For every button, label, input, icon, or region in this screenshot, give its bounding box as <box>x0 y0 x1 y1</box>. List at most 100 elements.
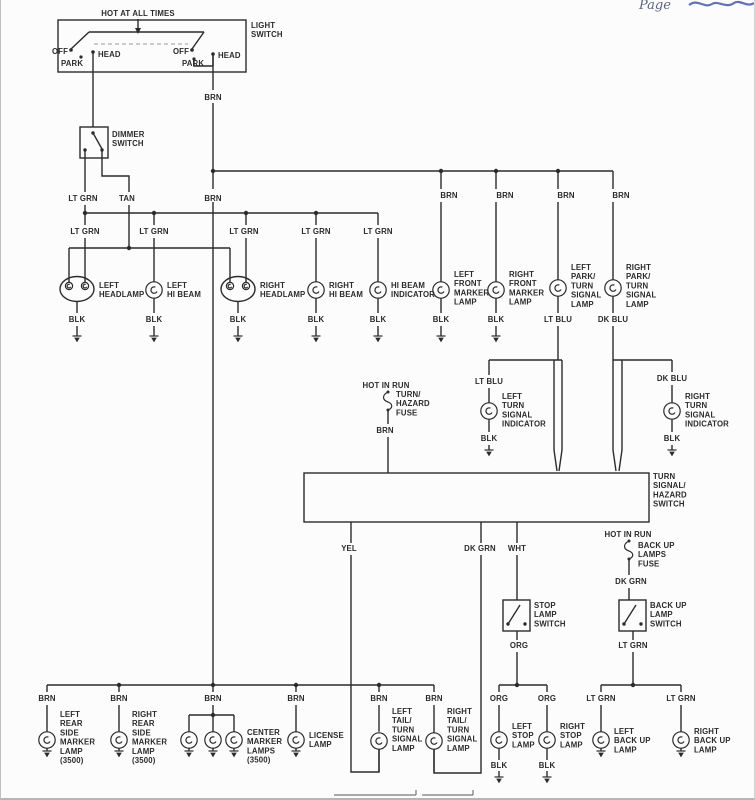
backup-lamp-switch-box <box>618 599 647 632</box>
tan-lowbeam-bus <box>68 247 231 283</box>
wire-label-blk: BLK <box>488 315 505 324</box>
bulb-icon <box>672 731 690 749</box>
bulb-icon <box>307 281 325 299</box>
wire-label-brn: BRN <box>370 694 388 703</box>
wire-label-brn: BRN <box>204 93 222 102</box>
switch-pos-head-left: HEAD <box>98 50 121 59</box>
wire-label-dk-blu: DK BLU <box>598 315 629 324</box>
bulb-icon <box>369 281 387 299</box>
bulb-icon <box>370 732 388 750</box>
junction-dots <box>82 168 636 718</box>
wire-label-blk: BLK <box>69 315 86 324</box>
wire-label-lt-grn: LT GRN <box>301 227 331 236</box>
switch-pos-head-right: HEAD <box>218 51 241 60</box>
bulb-icon <box>592 731 610 749</box>
lt-grn-hibeam-bus: LT GRN LT GRN LT GRN LT GRN LT GRN <box>70 212 393 283</box>
switch-pos-park-left: PARK <box>61 59 83 68</box>
wire-label-brn: BRN <box>557 191 575 200</box>
wire-label-wht: WHT <box>508 544 526 553</box>
page-note-text: Page <box>638 0 671 13</box>
wire-label-blk: BLK <box>433 315 450 324</box>
bottom-brn-bus: BRN BRN BRN BRN BRN BRN <box>38 684 443 733</box>
wire-label-brn: BRN <box>38 694 56 703</box>
switch-pos-off-left: OFF <box>52 47 68 56</box>
ground-icon <box>228 750 240 759</box>
brn-park-bus: BRN BRN BRN BRN <box>213 170 630 282</box>
wire-label-brn: BRN <box>287 694 305 703</box>
ground-icon <box>490 335 502 343</box>
fuse-icon <box>623 540 634 560</box>
wire-label-lt-grn: LT GRN <box>618 641 648 650</box>
ground-icon <box>372 335 384 343</box>
wire-label-org: ORG <box>510 641 528 650</box>
ground-icon <box>113 750 125 759</box>
tan-wire <box>101 151 130 248</box>
ground-icon <box>207 750 219 759</box>
bulb-icon <box>490 731 508 749</box>
wire-label-blk: BLK <box>491 761 508 770</box>
bulb-icon <box>538 731 556 749</box>
wire-label-brn: BRN <box>496 191 514 200</box>
bulb-icon <box>145 281 163 299</box>
ground-icon <box>435 335 447 343</box>
wire-label-org: ORG <box>490 694 508 703</box>
bulb-icon <box>480 402 498 420</box>
ground-icon <box>493 776 505 785</box>
wire-label-lt-blu: LT BLU <box>475 377 503 386</box>
wire-label-lt-blu: LT BLU <box>544 315 572 324</box>
feed-label-hot-in-run: HOT IN RUN <box>363 381 410 390</box>
wire-label-blk: BLK <box>308 315 325 324</box>
bulb-icon <box>225 731 243 749</box>
feed-label: HOT AT ALL TIMES <box>101 9 174 18</box>
ground-icon <box>541 776 553 785</box>
light-switch-box <box>57 19 247 73</box>
wire-label-dk-grn: DK GRN <box>464 544 496 553</box>
switch-pos-off-right: OFF <box>173 47 189 56</box>
wire-label-lt-grn: LT GRN <box>139 227 169 236</box>
ground-icon <box>71 335 83 343</box>
switch-pos-park-right: PARK <box>182 59 204 68</box>
wire-label-lt-grn: LT GRN <box>363 227 393 236</box>
wire-label-dk-grn: DK GRN <box>615 577 647 586</box>
ground-icon <box>41 750 53 759</box>
ground-icon <box>595 750 607 759</box>
feed-label-hot-in-run: HOT IN RUN <box>605 530 652 539</box>
wire-label-blk: BLK <box>664 434 681 443</box>
